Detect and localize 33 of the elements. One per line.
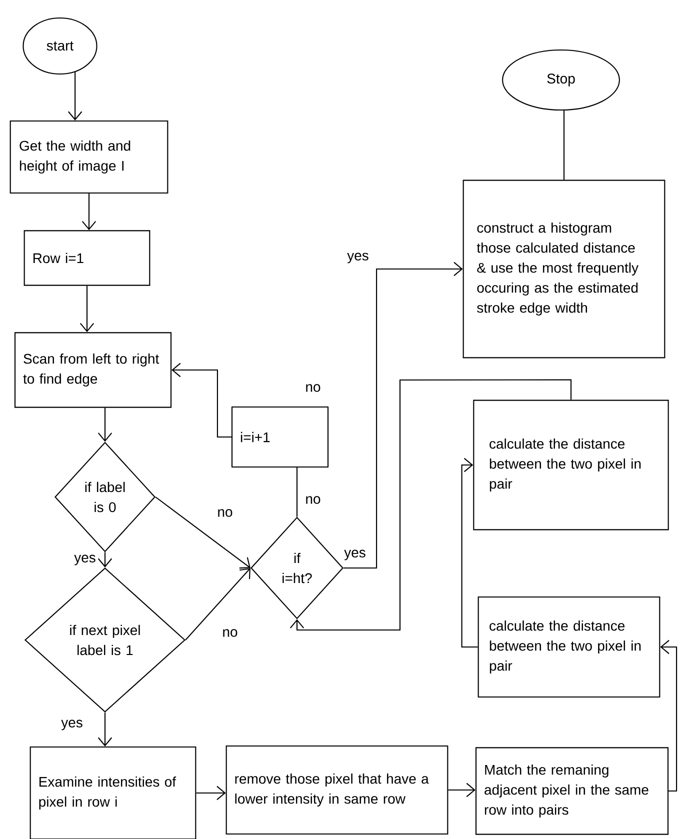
edge-label: yes: [342, 548, 368, 562]
arrow: [461, 458, 478, 648]
process-box: Match the remaning adjacent pixel in the same row into pairs: [475, 747, 669, 835]
arrow: [98, 712, 112, 746]
process-box: Get the width and height of image I: [10, 120, 168, 194]
edge-label: yes: [60, 718, 84, 732]
branch-label: no: [306, 384, 320, 392]
arrow: [660, 640, 678, 792]
branch-label: yes: [347, 252, 368, 264]
process-box: i=i+1: [231, 406, 329, 468]
arrow: [290, 379, 572, 631]
arrow: [185, 568, 250, 640]
arrow: [344, 262, 463, 569]
arrow: [196, 786, 226, 800]
process-box: calculate the distance between the two pixel in pair: [478, 596, 660, 698]
process-box: construct a histogram those calculated distance & use the most frequently occuring as the estimated stroke edge width: [462, 180, 666, 358]
edge-label: yes: [72, 553, 98, 567]
edge-label: no: [220, 628, 240, 638]
arrow: [155, 496, 250, 569]
arrow: [98, 408, 112, 442]
arrow: [172, 362, 232, 438]
arrow: [68, 72, 82, 120]
arrow: [80, 286, 94, 332]
process-box: Examine intensities of pixel in row i: [30, 746, 196, 839]
arrow: [448, 782, 476, 798]
edge-label: no: [304, 494, 322, 506]
process-box: calculate the distance between the two pixel in pair: [473, 400, 669, 530]
edge-label: no: [216, 508, 234, 518]
process-box: Scan from left to right to find edge: [14, 332, 172, 408]
arrow: [82, 194, 96, 230]
process-box: remove those pixel that have a lower intensity in same row: [226, 745, 448, 835]
process-box: Row i=1: [24, 230, 150, 286]
arrow: [98, 552, 112, 568]
